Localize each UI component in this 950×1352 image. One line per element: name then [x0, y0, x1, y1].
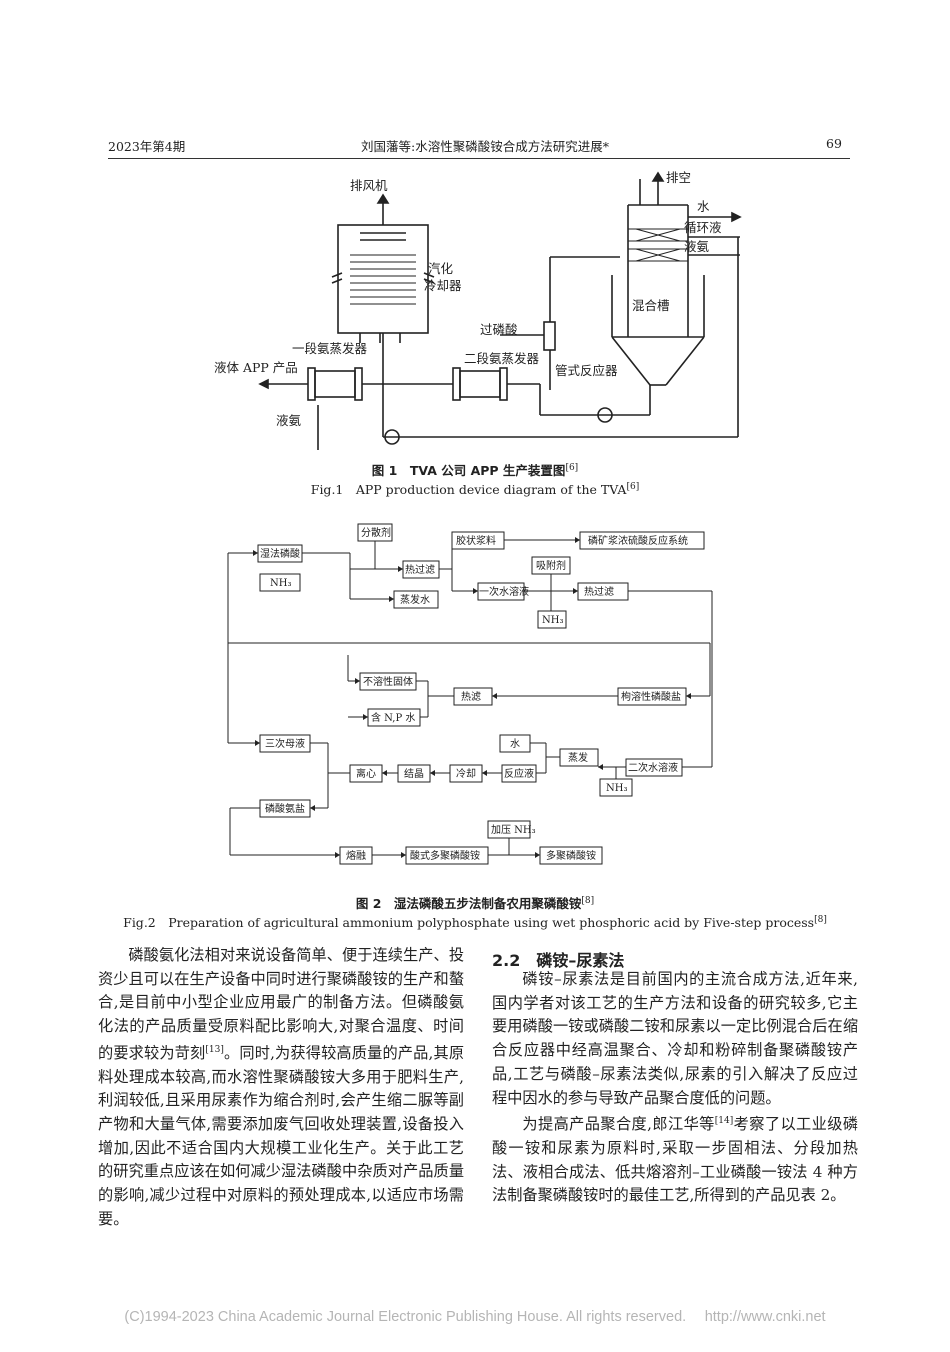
- figure-1-diagram: 排风机 排空 水 循环液 液氨 汽化 冷却器 混合槽 过磷酸 一段氨蒸发器 二段…: [214, 170, 742, 450]
- figure-1-caption-cn: 图 1 TVA 公司 APP 生产装置图[6]: [371, 462, 579, 478]
- fig1-product-label: 液体 APP 产品: [214, 360, 298, 375]
- figure-2-caption-cn: 图 2 湿法磷酸五步法制备农用聚磷酸铵[8]: [355, 895, 595, 911]
- figure-1-caption-en: Fig.1 APP production device diagram of t…: [310, 481, 640, 497]
- fig2-ammonium-phosphate: 磷酸氨盐: [265, 802, 305, 815]
- fig2-hot-filter-2: 热过滤: [584, 585, 614, 598]
- header-rule: [108, 158, 850, 159]
- fig1-ammonia-top-label: 液氨: [684, 239, 710, 254]
- left-paragraph-1: 磷酸氨化法相对来说设备简单、便于连续生产、投资少且可以在生产设备中同时进行聚磷酸…: [98, 946, 465, 1228]
- fig1-reactor-label: 管式反应器: [555, 363, 618, 378]
- fig2-pressure-nh3: 加压 NH₃: [491, 824, 536, 836]
- figure-2-flowchart: 分散剂 湿法磷酸 NH₃ 热过滤 蒸发水 胶状浆料 磷矿浆浓硫酸反应系统 吸附剂…: [227, 523, 713, 865]
- fig2-evap-water: 蒸发水: [400, 593, 430, 606]
- journal-issue: 2023年第4期: [108, 139, 186, 154]
- fig1-cooler-label-2: 冷却器: [424, 278, 462, 293]
- fig2-centrifuge: 离心: [356, 767, 376, 780]
- fig2-cool: 冷却: [456, 767, 476, 780]
- fig2-polyphosphate: 多聚磷酸铵: [546, 849, 596, 862]
- right-paragraph-2: 为提高产品聚合度,郎江华等[14]考察了以工业级磷酸一铵和尿素为原料时,采取一步…: [492, 1115, 859, 1205]
- fig2-melt: 熔融: [346, 849, 366, 862]
- fig2-acid-polyphosphate: 酸式多聚磷酸铵: [410, 849, 480, 862]
- fig2-nh3-1: NH₃: [270, 578, 291, 589]
- fig1-exhaust-label: 排空: [666, 170, 691, 185]
- fig1-evap2-label: 二段氨蒸发器: [464, 351, 540, 366]
- fig2-water: 水: [510, 738, 520, 750]
- fig1-acid-label: 过磷酸: [480, 322, 518, 337]
- section-heading-2-2: 2.2 磷铵–尿素法: [492, 951, 625, 970]
- fig2-adsorbent: 吸附剂: [536, 559, 566, 572]
- fig2-hot-filter-3: 热滤: [461, 690, 481, 703]
- fig1-water-label: 水: [697, 199, 710, 214]
- fig2-evaporation: 蒸发: [568, 751, 588, 764]
- fig2-hot-filter-1: 热过滤: [405, 563, 435, 576]
- fig2-primary-solution: 一次水溶液: [479, 585, 529, 598]
- figure-2-caption-en: Fig.2 Preparation of agricultural ammoni…: [123, 914, 827, 930]
- fig2-tertiary-liquor: 三次母液: [265, 737, 305, 750]
- fig2-dispersant: 分散剂: [361, 526, 391, 539]
- fig1-mixing-tank-label: 混合槽: [632, 298, 670, 313]
- left-column: 磷酸氨化法相对来说设备简单、便于连续生产、投资少且可以在生产设备中同时进行聚磷酸…: [98, 944, 464, 1232]
- fig2-phosphate-system: 磷矿浆浓硫酸反应系统: [588, 534, 688, 547]
- right-column: 磷铵–尿素法是目前国内的主流合成方法,近年来,国内学者对该工艺的生产方法和设备的…: [492, 968, 858, 1208]
- fig2-secondary-solution: 二次水溶液: [628, 761, 678, 774]
- fig2-nh3-2: NH₃: [542, 615, 563, 626]
- right-paragraph-1: 磷铵–尿素法是目前国内的主流合成方法,近年来,国内学者对该工艺的生产方法和设备的…: [492, 970, 858, 1107]
- fig2-reaction-liquid: 反应液: [504, 767, 534, 780]
- fig1-cooler-label-1: 汽化: [428, 261, 454, 276]
- running-title: 刘国藩等:水溶性聚磷酸铵合成方法研究进展*: [361, 139, 609, 154]
- fig1-ammonia-bottom-label: 液氨: [276, 413, 302, 428]
- fig1-fan-label: 排风机: [350, 178, 388, 193]
- fig2-slurry: 胶状浆料: [456, 534, 496, 547]
- fig2-citrate-soluble: 枸溶性磷酸盐: [621, 690, 681, 703]
- fig2-npk-water: 含 N,P 水: [371, 711, 415, 724]
- fig2-wet-acid: 湿法磷酸: [260, 547, 300, 560]
- copyright-footer: (C)1994-2023 China Academic Journal Elec…: [124, 1309, 826, 1325]
- fig2-nh3-3: NH₃: [606, 783, 627, 794]
- fig1-recycle-label: 循环液: [684, 220, 722, 235]
- fig2-crystallize: 结晶: [404, 767, 424, 780]
- page-number: 69: [826, 136, 842, 151]
- fig1-evap1-label: 一段氨蒸发器: [292, 341, 368, 356]
- fig2-insoluble: 不溶性固体: [363, 675, 413, 688]
